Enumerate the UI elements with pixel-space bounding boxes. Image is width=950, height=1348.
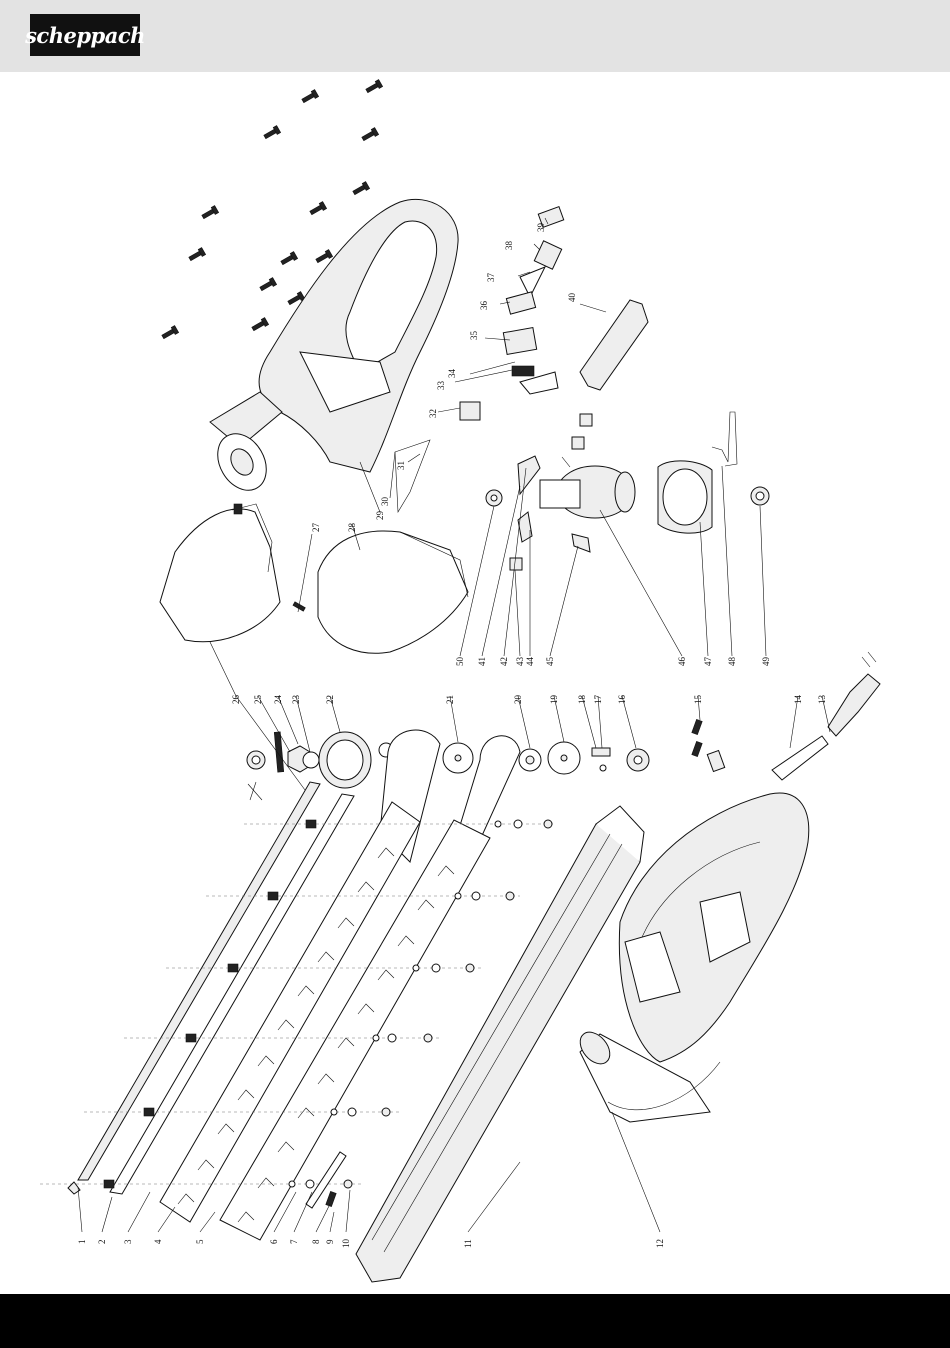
part-label: 43 [515,657,525,667]
part-label: 5 [195,1239,205,1244]
part-label: 46 [677,657,687,667]
brand-logo-text: scheppach [25,23,145,48]
part-label: 40 [567,293,577,303]
part-label: 39 [536,223,546,233]
part-label: 24 [273,695,283,705]
part-label: 25 [253,695,263,705]
part-label: 44 [525,657,535,667]
part-label: 15 [693,695,703,705]
header-bar: scheppach [0,0,950,72]
brand-logo: scheppach [30,14,140,56]
part-label: 30 [380,497,390,507]
part-label: 26 [231,695,241,705]
part-label: 4 [153,1239,163,1244]
part-label: 18 [577,695,587,705]
part-label: 23 [291,695,301,705]
part-label: 20 [513,695,523,705]
part-label: 27 [311,523,321,533]
part-label: 28 [347,523,357,533]
part-label: 38 [504,241,514,251]
part-label: 1 [77,1240,87,1245]
exploded-parts-diagram: 1 2 3 4 5 6 7 8 9 10 11 12 13 14 15 16 1… [0,72,950,1294]
blade-bolts [104,820,552,1208]
part-label: 21 [445,695,455,704]
part-label: 42 [499,657,509,666]
part-label: 11 [463,1239,473,1248]
part-label: 9 [325,1239,335,1244]
footer-bar [0,1294,950,1348]
part-label: 2 [97,1240,107,1245]
part-label: 36 [479,301,489,311]
part-label: 32 [428,409,438,418]
part-label: 37 [486,273,496,283]
part-label: 33 [436,381,446,391]
part-label: 31 [396,461,406,470]
part-label: 49 [761,657,771,667]
part-label: 22 [325,695,335,704]
exploded-view-drawing: 1 2 3 4 5 6 7 8 9 10 11 12 13 14 15 16 1… [0,72,950,1294]
part-label: 50 [455,657,465,667]
part-label: 19 [549,695,559,705]
part-label: 34 [447,369,457,379]
part-label: 29 [375,511,385,521]
part-label: 41 [477,657,487,666]
part-label: 7 [289,1239,299,1244]
part-label: 3 [123,1239,133,1244]
part-label: 35 [469,331,479,341]
blade-assembly [40,782,556,1240]
housing-half [208,199,458,499]
part-label: 12 [655,1239,665,1248]
part-label: 16 [617,695,627,705]
part-label: 14 [793,695,803,705]
motor-section [486,412,769,570]
part-label: 17 [593,695,603,705]
part-label: 6 [269,1239,279,1244]
part-label: 47 [703,657,713,667]
part-label: 45 [545,657,555,667]
part-label: 13 [817,695,827,705]
part-label: 10 [341,1239,351,1249]
part-label: 48 [727,657,737,667]
part-label: 8 [311,1239,321,1244]
